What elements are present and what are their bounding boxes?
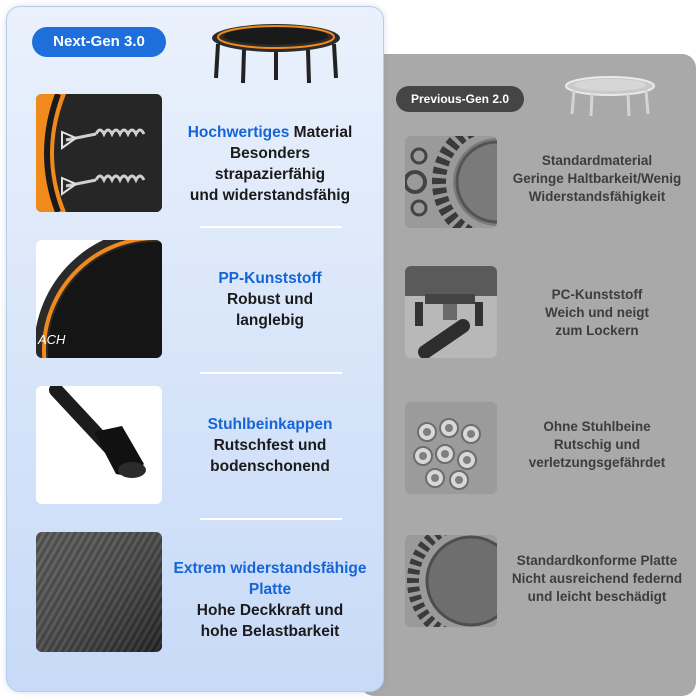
feature-title: Extrem widerstandsfähige (173, 560, 367, 577)
trampoline-icon (204, 16, 348, 86)
prev-feature-material: Standardmaterial Geringe Haltbarkeit/Wen… (512, 153, 682, 204)
prev-pc-plastic-image (405, 266, 497, 358)
divider (200, 372, 342, 374)
pp-mat-edge-icon: ACH (36, 240, 162, 358)
feature-title: Hochwertiges Material (187, 124, 353, 141)
prev-feature-standard-plate: Standardkonforme Platte Nicht ausreichen… (511, 553, 683, 604)
previous-gen-badge: Previous-Gen 2.0 (396, 86, 524, 112)
prev-material-image (405, 136, 497, 228)
prev-standard-mat-image (405, 535, 497, 627)
next-feature-material: Hochwertiges Material Besonders strapazi… (164, 122, 376, 206)
prev-feature-no-chair-legs: Ohne Stuhlbeine Rutschig und verletzungs… (528, 419, 666, 470)
prev-feature-pc-plastic: PC-Kunststoff Weich und neigt zum Locker… (545, 287, 649, 338)
feature-title: Stuhlbeinkappen (207, 416, 333, 433)
feature-title: PP-Kunststoff (218, 270, 322, 287)
next-feature-extreme-plate: Extrem widerstandsfähige Platte Hohe Dec… (164, 558, 376, 642)
previous-trampoline-icon (562, 70, 658, 118)
next-feature-pp-plastic: PP-Kunststoff Robust und langlebig (164, 268, 376, 331)
next-gen-badge: Next-Gen 3.0 (32, 27, 166, 57)
prev-pipes-icon (405, 402, 497, 494)
divider (200, 226, 342, 228)
divider (200, 518, 342, 520)
spring-icon (36, 94, 162, 212)
brand-logo-text: ACH (37, 332, 66, 347)
chair-leg-cap-icon (36, 386, 162, 504)
mesh-mat-icon (36, 532, 162, 652)
next-feature-chair-caps: Stuhlbeinkappen Rutschfest und bodenscho… (164, 414, 376, 477)
